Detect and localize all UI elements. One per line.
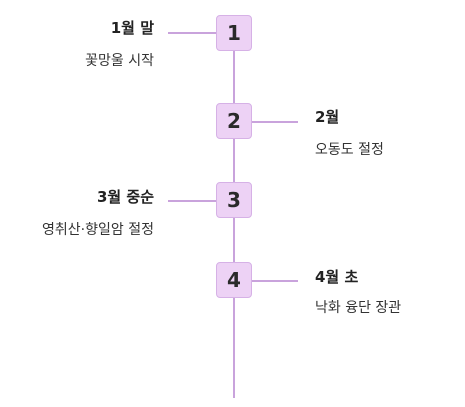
event-description: 꽃망울 시작 — [85, 53, 154, 69]
connector-line — [168, 32, 216, 34]
step-marker-2: 2 — [216, 103, 252, 139]
event-title: 2월 — [315, 108, 340, 126]
connector-line — [252, 280, 298, 282]
event-title: 1월 말 — [110, 19, 154, 37]
connector-line — [252, 121, 298, 123]
connector-line — [168, 200, 216, 202]
step-marker-4: 4 — [216, 262, 252, 298]
event-description: 오동도 절정 — [315, 142, 384, 158]
event-title: 3월 중순 — [96, 188, 154, 206]
event-title: 4월 초 — [315, 268, 359, 286]
event-description: 낙화 융단 장관 — [315, 300, 402, 316]
step-marker-1: 1 — [216, 15, 252, 51]
step-marker-3: 3 — [216, 182, 252, 218]
event-description: 영취산·향일암 절정 — [42, 222, 154, 238]
